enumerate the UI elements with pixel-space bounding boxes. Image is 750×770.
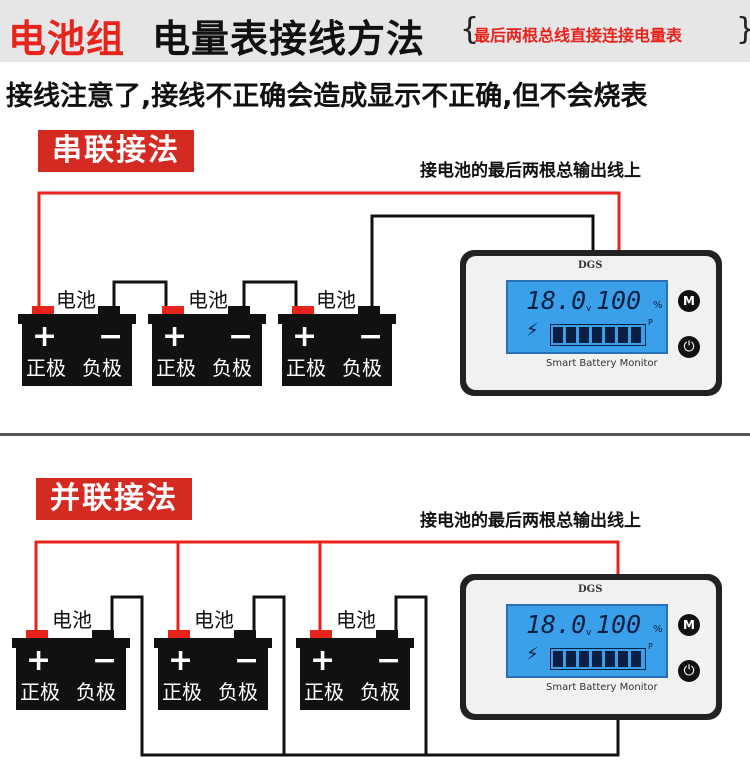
section-divider [0, 433, 750, 436]
minus-icon: − [234, 643, 260, 678]
negative-terminal [234, 630, 256, 639]
percent-unit: % [653, 624, 663, 635]
series-battery-1: + − 正极 负极 [18, 306, 136, 386]
positive-pole-label: 正极 [20, 680, 60, 704]
parallel-negative-wire-1 [110, 595, 620, 757]
mode-button: M [678, 290, 700, 312]
voltage-readout: 18.0 [526, 286, 587, 315]
series-link-2 [242, 280, 298, 308]
series-battery-monitor: DGS 18.0 v 100 % ⚡ P M ⏻ Smart Battery M… [460, 250, 722, 396]
negative-pole-label: 负极 [82, 356, 122, 380]
positive-pole-label: 正极 [156, 356, 196, 380]
title-battery-pack: 电池组 [8, 17, 126, 61]
parallel-battery-3-label: 电池 [336, 608, 376, 632]
parallel-battery-1-label: 电池 [52, 608, 92, 632]
negative-pole-label: 负极 [342, 356, 382, 380]
minus-icon: − [92, 643, 118, 678]
positive-terminal [26, 630, 48, 639]
monitor-lcd: 18.0 v 100 % ⚡ P [506, 280, 668, 354]
series-label: 串联接法 [38, 130, 194, 172]
brace-right: } [736, 12, 750, 47]
minus-icon: − [376, 643, 402, 678]
lightning-icon: ⚡ [526, 320, 539, 341]
plus-icon: + [292, 319, 318, 354]
series-negative-wire [370, 214, 595, 308]
series-link-1 [112, 280, 168, 308]
series-battery-2: + − 正极 负极 [148, 306, 266, 386]
brace-left: { [460, 12, 480, 47]
mode-button: M [678, 614, 700, 636]
power-icon: ⏻ [678, 336, 700, 358]
minus-icon: − [98, 319, 124, 354]
percent-readout: 100 [596, 610, 642, 639]
parallel-label: 并联接法 [36, 478, 192, 520]
negative-terminal [358, 306, 380, 315]
series-battery-3-label: 电池 [316, 288, 356, 312]
p-marker: P [648, 318, 653, 327]
parallel-battery-3: + − 正极 负极 [296, 630, 414, 710]
plus-icon: + [168, 643, 194, 678]
percent-unit: % [653, 300, 663, 311]
parallel-battery-2-label: 电池 [194, 608, 234, 632]
negative-pole-label: 负极 [212, 356, 252, 380]
parallel-negative-wire-2 [252, 595, 286, 755]
series-battery-3: + − 正极 负极 [278, 306, 396, 386]
negative-terminal [98, 306, 120, 315]
series-battery-1-label: 电池 [56, 288, 96, 312]
series-battery-2-label: 电池 [188, 288, 228, 312]
negative-pole-label: 负极 [76, 680, 116, 704]
plus-icon: + [162, 319, 188, 354]
battery-level-bars [550, 324, 646, 346]
series-positive-wire [37, 191, 621, 308]
monitor-brand: DGS [578, 584, 603, 595]
title-wiring-method: 电量表接线方法 [152, 17, 426, 61]
title-subtitle: 最后两根总线直接连接电量表 [474, 26, 683, 45]
minus-icon: − [228, 319, 254, 354]
percent-readout: 100 [596, 286, 642, 315]
parallel-battery-monitor: DGS 18.0 v 100 % ⚡ P M ⏻ Smart Battery M… [460, 574, 722, 720]
wiring-warning: 接线注意了,接线不正确会造成显示不正确,但不会烧表 [6, 81, 648, 112]
plus-icon: + [32, 319, 58, 354]
negative-pole-label: 负极 [360, 680, 400, 704]
parallel-battery-1: + − 正极 负极 [12, 630, 130, 710]
positive-terminal [310, 630, 332, 639]
title-bar: 电池组 电量表接线方法 { 最后两根总线直接连接电量表 } [0, 0, 750, 62]
negative-terminal [376, 630, 398, 639]
parallel-negative-wire-3 [394, 595, 428, 755]
parallel-positive-wire [34, 540, 620, 631]
parallel-battery-2: + − 正极 负极 [154, 630, 272, 710]
negative-pole-label: 负极 [218, 680, 258, 704]
power-icon: ⏻ [678, 660, 700, 682]
positive-terminal [162, 306, 184, 315]
positive-pole-label: 正极 [304, 680, 344, 704]
negative-terminal [92, 630, 114, 639]
positive-terminal [292, 306, 314, 315]
parallel-note: 接电池的最后两根总输出线上 [420, 511, 641, 531]
monitor-caption: Smart Battery Monitor [546, 358, 658, 369]
minus-icon: − [358, 319, 384, 354]
positive-pole-label: 正极 [162, 680, 202, 704]
negative-terminal [228, 306, 250, 315]
positive-terminal [168, 630, 190, 639]
plus-icon: + [26, 643, 52, 678]
positive-terminal [32, 306, 54, 315]
lightning-icon: ⚡ [526, 644, 539, 665]
voltage-unit: v [586, 628, 592, 638]
p-marker: P [648, 642, 653, 651]
series-note: 接电池的最后两根总输出线上 [420, 161, 641, 181]
voltage-readout: 18.0 [526, 610, 587, 639]
positive-pole-label: 正极 [286, 356, 326, 380]
monitor-brand: DGS [578, 260, 603, 271]
positive-pole-label: 正极 [26, 356, 66, 380]
voltage-unit: v [586, 304, 592, 314]
monitor-caption: Smart Battery Monitor [546, 682, 658, 693]
monitor-lcd: 18.0 v 100 % ⚡ P [506, 604, 668, 678]
battery-level-bars [550, 648, 646, 670]
plus-icon: + [310, 643, 336, 678]
